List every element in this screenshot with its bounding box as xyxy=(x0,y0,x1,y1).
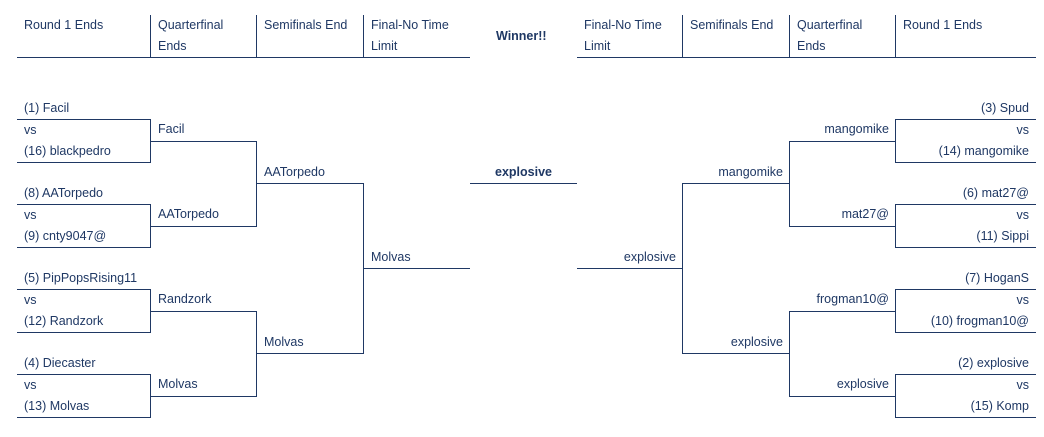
left-r1-m1-vs: vs xyxy=(24,123,37,137)
bracket-line xyxy=(895,247,1036,248)
right-r1-m4-bottom: (15) Komp xyxy=(970,399,1029,413)
bracket-line xyxy=(17,162,150,163)
bracket-line xyxy=(789,396,895,397)
header-divider xyxy=(150,15,151,57)
bracket-line xyxy=(789,311,895,312)
bracket-line xyxy=(895,332,1036,333)
left-qf-2: AATorpedo xyxy=(158,207,219,221)
right-final: explosive xyxy=(623,250,676,264)
left-qf-4: Molvas xyxy=(158,377,198,391)
bracket-line xyxy=(150,396,256,397)
bracket-line xyxy=(17,289,150,290)
header-divider xyxy=(682,15,683,57)
right-qf-1: mangomike xyxy=(824,122,889,136)
right-r1-m1-bottom: (14) mangomike xyxy=(938,144,1029,158)
bracket-line xyxy=(470,183,577,184)
bracket-line xyxy=(256,141,257,227)
bracket-line xyxy=(682,353,789,354)
bracket-line xyxy=(895,162,1036,163)
left-sf-2: Molvas xyxy=(264,335,304,349)
right-r1-m4-vs: vs xyxy=(1016,378,1030,392)
bracket-line xyxy=(682,183,683,354)
bracket-line xyxy=(150,226,256,227)
left-r1-m2-top: (8) AATorpedo xyxy=(24,186,103,200)
tournament-winner: explosive xyxy=(495,165,552,179)
header-left-final: Final-No Time Limit xyxy=(371,18,449,53)
left-r1-m3-vs: vs xyxy=(24,293,37,307)
right-r1-m4-top: (2) explosive xyxy=(958,356,1029,370)
header-divider xyxy=(363,15,364,57)
bracket-line xyxy=(363,268,470,269)
right-r1-m3-top: (7) HoganS xyxy=(965,271,1029,285)
bracket-line xyxy=(895,119,1036,120)
header-divider xyxy=(895,15,896,57)
right-r1-m3-bottom: (10) frogman10@ xyxy=(930,314,1029,328)
header-right-quarterfinal: Quarterfinal Ends xyxy=(797,18,863,53)
right-sf-1: mangomike xyxy=(718,165,783,179)
header-right-semifinal: Semifinals End xyxy=(690,18,774,32)
header-divider xyxy=(256,15,257,57)
bracket-line xyxy=(789,141,895,142)
bracket-line xyxy=(895,417,1036,418)
left-qf-1: Facil xyxy=(158,122,185,136)
left-final: Molvas xyxy=(371,250,411,264)
bracket-line xyxy=(256,183,363,184)
bracket-line xyxy=(895,204,896,248)
bracket-line xyxy=(150,141,256,142)
bracket-line xyxy=(789,141,790,227)
right-r1-m3-vs: vs xyxy=(1016,293,1030,307)
bracket-line xyxy=(17,119,150,120)
right-r1-m2-bottom: (11) Sippi xyxy=(976,229,1029,243)
header-left-semifinal: Semifinals End xyxy=(264,18,348,32)
bracket-line xyxy=(895,374,1036,375)
header-divider xyxy=(789,15,790,57)
bracket-line xyxy=(256,353,363,354)
header-right-final: Final-No Time Limit xyxy=(584,18,662,53)
right-qf-2: mat27@ xyxy=(841,207,889,221)
right-r1-m2-vs: vs xyxy=(1016,208,1030,222)
right-qf-3: frogman10@ xyxy=(816,292,889,306)
bracket-line xyxy=(895,119,896,163)
bracket-line xyxy=(17,332,150,333)
bracket-line xyxy=(17,374,150,375)
left-r1-m4-bottom: (13) Molvas xyxy=(24,399,90,413)
right-sf-2: explosive xyxy=(730,335,783,349)
bracket-line xyxy=(682,183,789,184)
header-right-round1: Round 1 Ends xyxy=(903,18,983,32)
bracket-line xyxy=(150,311,256,312)
bracket-line xyxy=(577,268,682,269)
header-underline xyxy=(17,57,470,58)
header-winner: Winner!! xyxy=(496,29,547,43)
right-r1-m2-top: (6) mat27@ xyxy=(962,186,1029,200)
header-underline xyxy=(577,57,1036,58)
left-r1-m1-bottom: (16) blackpedro xyxy=(24,144,111,158)
bracket-line xyxy=(789,226,895,227)
left-r1-m3-bottom: (12) Randzork xyxy=(24,314,104,328)
bracket-line xyxy=(17,204,150,205)
bracket-line xyxy=(895,289,896,333)
bracket-line xyxy=(895,289,1036,290)
right-qf-4: explosive xyxy=(836,377,889,391)
bracket-line xyxy=(895,374,896,418)
left-qf-3: Randzork xyxy=(158,292,212,306)
left-r1-m2-vs: vs xyxy=(24,208,37,222)
bracket-line xyxy=(789,311,790,397)
bracket-line xyxy=(17,247,150,248)
bracket-line xyxy=(895,204,1036,205)
left-r1-m4-vs: vs xyxy=(24,378,37,392)
right-r1-m1-vs: vs xyxy=(1016,123,1030,137)
left-r1-m2-bottom: (9) cnty9047@ xyxy=(24,229,107,243)
header-left-quarterfinal: Quarterfinal Ends xyxy=(158,18,224,53)
bracket-line xyxy=(256,311,257,397)
header-left-round1: Round 1 Ends xyxy=(24,18,104,32)
right-r1-m1-top: (3) Spud xyxy=(981,101,1029,115)
left-r1-m4-top: (4) Diecaster xyxy=(24,356,96,370)
left-sf-1: AATorpedo xyxy=(264,165,325,179)
left-r1-m3-top: (5) PipPopsRising11 xyxy=(24,271,138,285)
left-r1-m1-top: (1) Facil xyxy=(24,101,70,115)
bracket-line xyxy=(17,417,150,418)
